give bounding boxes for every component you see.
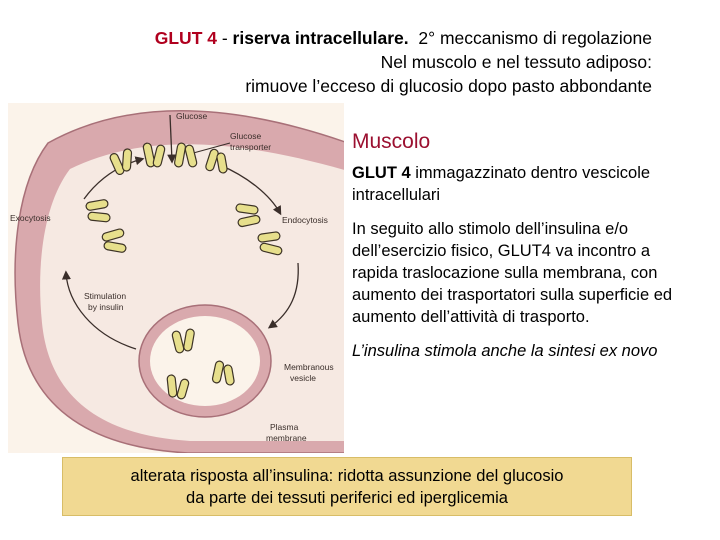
- label-membranous-1: Membranous: [284, 362, 334, 372]
- section-heading: Muscolo: [352, 128, 700, 156]
- label-stimulation-1: Stimulation: [84, 291, 126, 301]
- insulin-resistance-callout: alterata risposta all’insulina: ridotta …: [62, 457, 632, 516]
- label-stimulation-2: by insulin: [88, 302, 124, 312]
- content-column: Muscolo GLUT 4 immagazzinato dentro vesc…: [352, 128, 700, 374]
- paragraph-storage: GLUT 4 immagazzinato dentro vescicole in…: [352, 162, 700, 206]
- glut4-term: GLUT 4: [352, 164, 411, 182]
- header-title-bold: riserva intracellulare.: [233, 28, 409, 48]
- header-line-3: rimuove l’ecceso di glucosio dopo pasto …: [52, 74, 652, 98]
- label-glucose-transporter-1: Glucose: [230, 131, 261, 141]
- label-exocytosis: Exocytosis: [10, 213, 51, 223]
- callout-line-1: alterata risposta all’insulina: ridotta …: [63, 465, 631, 487]
- header-title-rest: 2° meccanismo di regolazione: [409, 28, 652, 48]
- label-membranous-2: vesicle: [290, 373, 316, 383]
- callout-line-2: da parte dei tessuti periferici ed iperg…: [63, 487, 631, 509]
- label-endocytosis: Endocytosis: [282, 215, 328, 225]
- glut4-cycle-figure: Glucose Glucose transporter Exocytosis E…: [8, 103, 344, 453]
- label-glucose: Glucose: [176, 111, 207, 121]
- glut4-label: GLUT 4: [155, 28, 217, 48]
- paragraph-synthesis: L’insulina stimola anche la sintesi ex n…: [352, 340, 700, 362]
- vesicle-lumen: [150, 316, 260, 406]
- label-glucose-transporter-2: transporter: [230, 142, 271, 152]
- header-dash: -: [217, 28, 233, 48]
- header-line-1: GLUT 4 - riserva intracellulare. 2° mecc…: [52, 26, 652, 50]
- glut4-cycle-diagram: Glucose Glucose transporter Exocytosis E…: [8, 103, 344, 453]
- label-plasma-1: Plasma: [270, 422, 299, 432]
- label-plasma-2: membrane: [266, 433, 307, 443]
- header-line-2: Nel muscolo e nel tessuto adiposo:: [52, 50, 652, 74]
- slide-header: GLUT 4 - riserva intracellulare. 2° mecc…: [52, 26, 652, 98]
- paragraph-translocation: In seguito allo stimolo dell’insulina e/…: [352, 218, 700, 328]
